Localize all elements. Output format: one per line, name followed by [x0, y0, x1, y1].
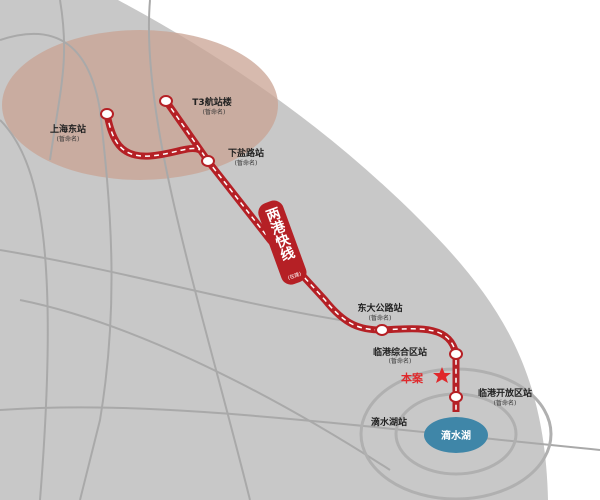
- lake: [424, 417, 488, 453]
- svg-text:(暂命名): (暂命名): [235, 159, 258, 167]
- star-icon: [433, 367, 451, 383]
- station-shanghai-east[interactable]: 上海东站 (暂命名): [50, 123, 86, 143]
- project-marker: 本案: [401, 367, 451, 385]
- station-lingang-open[interactable]: 临港开放区站 (暂命名): [478, 387, 532, 407]
- station-lingang-comprehensive[interactable]: 临港综合区站 (暂命名): [373, 346, 427, 365]
- project-label: 本案: [401, 371, 424, 385]
- svg-text:临港综合区站: 临港综合区站: [373, 346, 427, 358]
- svg-text:临港开放区站: 临港开放区站: [478, 387, 532, 399]
- svg-text:(暂命名): (暂命名): [57, 135, 80, 143]
- station-markers: [100, 95, 463, 403]
- highlight-zone: [2, 30, 278, 180]
- svg-text:(暂命名): (暂命名): [494, 399, 517, 407]
- station-dongda-road[interactable]: 东大公路站 (暂命名): [357, 302, 402, 322]
- lake-label: 滴水湖: [441, 429, 471, 442]
- svg-text:下盐路站: 下盐路站: [228, 147, 264, 159]
- line-status: (在建): [287, 270, 303, 281]
- station-t3[interactable]: T3航站楼 (暂命名): [192, 96, 231, 116]
- svg-text:上海东站: 上海东站: [50, 123, 86, 135]
- svg-text:(暂命名): (暂命名): [203, 108, 226, 116]
- dishui-lake-station-label[interactable]: 滴水湖站: [371, 416, 407, 428]
- station-xiayan-road[interactable]: 下盐路站 (暂命名): [228, 147, 264, 167]
- svg-text:T3航站楼: T3航站楼: [192, 96, 231, 108]
- svg-text:东大公路站: 东大公路站: [357, 302, 402, 314]
- svg-text:(暂命名): (暂命名): [389, 357, 412, 365]
- svg-text:(暂命名): (暂命名): [369, 314, 392, 322]
